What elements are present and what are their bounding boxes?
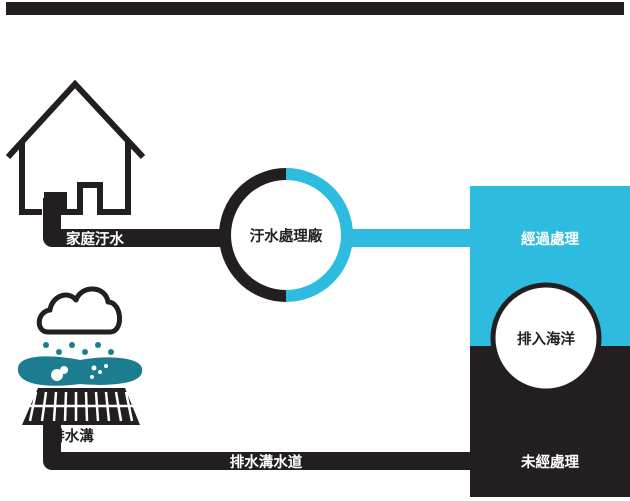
top-bar xyxy=(6,2,624,15)
house-pipe xyxy=(43,198,248,247)
untreated-label: 未經處理 xyxy=(520,453,579,471)
water-puddle xyxy=(17,356,143,386)
drain-channel-pipe xyxy=(43,420,480,470)
house-icon xyxy=(5,79,146,215)
household-sewage-label: 家庭汙水 xyxy=(66,230,124,248)
discharge-circle xyxy=(490,282,602,394)
treatment-plant-label: 汙水處理廠 xyxy=(250,227,323,245)
treated-label: 經過處理 xyxy=(521,230,579,248)
cloud-icon xyxy=(36,286,122,335)
raindrops-icon xyxy=(43,342,114,355)
discharge-to-sea-label: 排入海洋 xyxy=(517,330,575,348)
treatment-plant xyxy=(219,168,353,302)
storm-drain-grate-icon xyxy=(22,388,140,425)
drain-label: 排水溝 xyxy=(50,427,94,445)
drainage-channel-label: 排水溝水道 xyxy=(230,453,303,471)
